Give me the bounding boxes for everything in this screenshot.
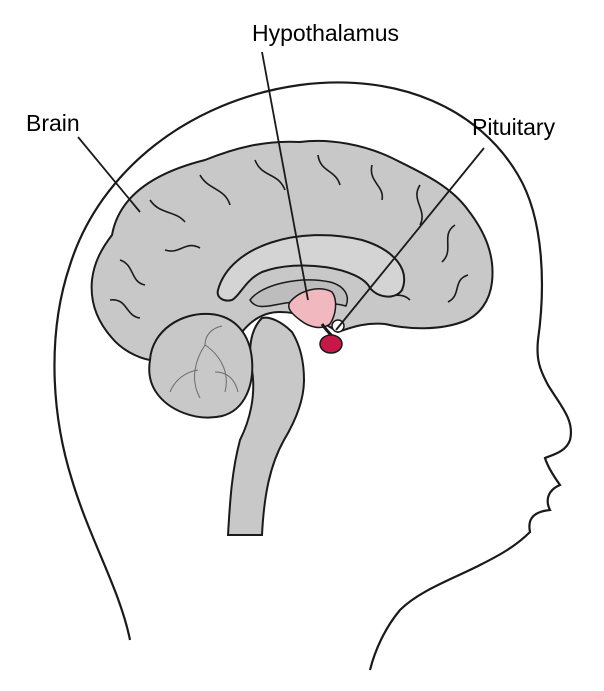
leader-brain	[77, 136, 141, 213]
leader-hypothalamus	[261, 51, 309, 301]
label-pituitary: Pituitary	[472, 114, 556, 140]
pituitary-gland	[319, 334, 343, 354]
brainstem	[226, 316, 306, 536]
corpus-callosum	[216, 234, 406, 302]
leader-pituitary	[335, 147, 485, 331]
cerebellum-arbor	[169, 325, 239, 399]
leader-lines	[77, 51, 485, 331]
label-hypothalamus: Hypothalamus	[252, 20, 400, 46]
gyri-lines	[109, 154, 469, 319]
hypothalamus-region	[288, 288, 337, 329]
head-outline	[53, 81, 573, 671]
label-brain: Brain	[26, 110, 80, 136]
cerebellum	[148, 312, 254, 419]
